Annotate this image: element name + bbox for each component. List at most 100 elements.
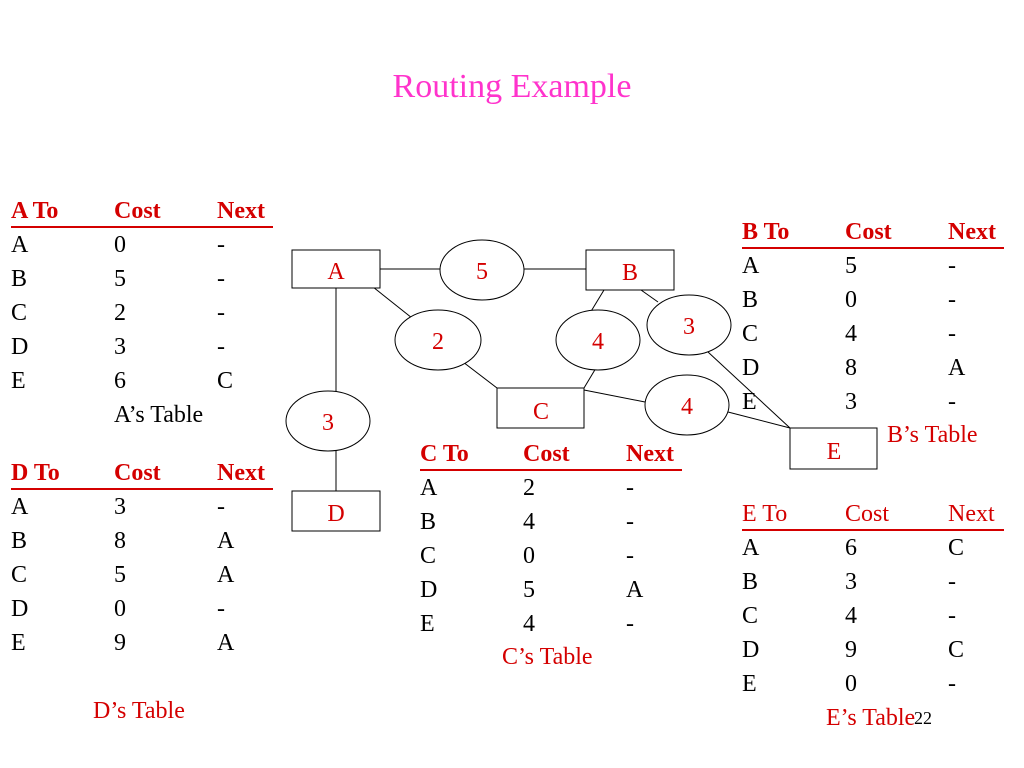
node-d [291,490,381,532]
cell-dest: C [11,562,28,588]
cell-next: A [626,577,644,603]
link-a-c [462,361,498,389]
cell-next: A [217,630,235,656]
table-header: B To Cost Next [742,215,1004,249]
node-e [789,427,878,470]
cell-cost: 5 [114,266,126,292]
cell-dest: B [11,266,28,292]
cost-label-a-d: 3 [322,410,334,436]
cost-label-b-e: 3 [683,314,695,340]
cell-dest: D [742,355,760,381]
cell-next: A [217,528,235,554]
link-a-c [372,286,413,319]
link-b-e [640,289,659,303]
cost-ellipse-b-e [646,294,732,356]
cell-cost: 9 [114,630,126,656]
cell-next: - [948,671,956,697]
cell-cost: 2 [114,300,126,326]
cell-next: - [217,334,225,360]
header-next: Next [217,460,265,486]
cell-dest: E [11,630,26,656]
cell-cost: 0 [845,671,857,697]
cost-label-c-e: 4 [681,394,693,420]
cell-dest: A [11,494,29,520]
cell-cost: 3 [845,569,857,595]
table-header: D To Cost Next [11,456,273,490]
node-d-label: D [327,501,344,527]
cell-dest: A [11,232,29,258]
cell-next: C [948,535,965,561]
cell-cost: 0 [114,596,126,622]
header-to: A To [11,198,59,224]
table-header: C To Cost Next [420,437,682,471]
table-row: B 3 - [742,565,1004,599]
cell-cost: 3 [845,389,857,415]
node-b-label: B [622,260,638,286]
header-to: C To [420,441,469,467]
cell-cost: 5 [523,577,535,603]
cost-label-b-c: 4 [592,329,604,355]
cell-next: - [217,266,225,292]
cost-label-a-c: 2 [432,329,444,355]
cell-dest: B [742,287,759,313]
table-header: E To Cost Next [742,497,1004,531]
cell-dest: B [420,509,437,535]
link-b-c [589,289,605,314]
table-row: E 9 A [11,626,273,660]
table-caption-row: A’s Table [11,398,273,432]
cell-cost: 2 [523,475,535,501]
link-c-e [583,389,646,403]
cell-cost: 0 [114,232,126,258]
cell-cost: 6 [114,368,126,394]
cell-dest: C [742,321,759,347]
cell-cost: 5 [845,253,857,279]
cell-dest: A [420,475,438,501]
cell-next: - [948,569,956,595]
cell-next: - [626,611,634,637]
cell-next: - [217,596,225,622]
cell-cost: 9 [845,637,857,663]
table-caption-d: D’s Table [93,698,185,724]
cell-dest: B [11,528,28,554]
table-row: A 2 - [420,471,682,505]
cost-ellipse-a-c [394,309,482,371]
header-to: E To [742,501,788,527]
cell-next: - [217,300,225,326]
node-b [585,249,675,291]
header-cost: Cost [845,501,890,527]
link-b-e [707,351,791,429]
slide-title: Routing Example [392,68,632,105]
cell-next: - [217,494,225,520]
header-cost: Cost [845,219,892,245]
cost-ellipse-a-d [285,390,371,452]
cost-ellipse-b-c [555,309,641,371]
table-caption-b: B’s Table [887,422,978,448]
cell-next: - [626,509,634,535]
cell-next: - [948,603,956,629]
cell-dest: A [742,535,760,561]
cell-dest: D [742,637,760,663]
cell-next: - [626,475,634,501]
table-caption-e: E’s Table [826,705,916,731]
table-row: E 0 - [742,667,1004,701]
cost-ellipse-c-e [644,374,730,436]
header-cost: Cost [523,441,570,467]
node-e-label: E [827,439,842,465]
cell-cost: 0 [523,543,535,569]
cell-dest: B [742,569,759,595]
header-next: Next [217,198,265,224]
cell-dest: E [742,671,757,697]
